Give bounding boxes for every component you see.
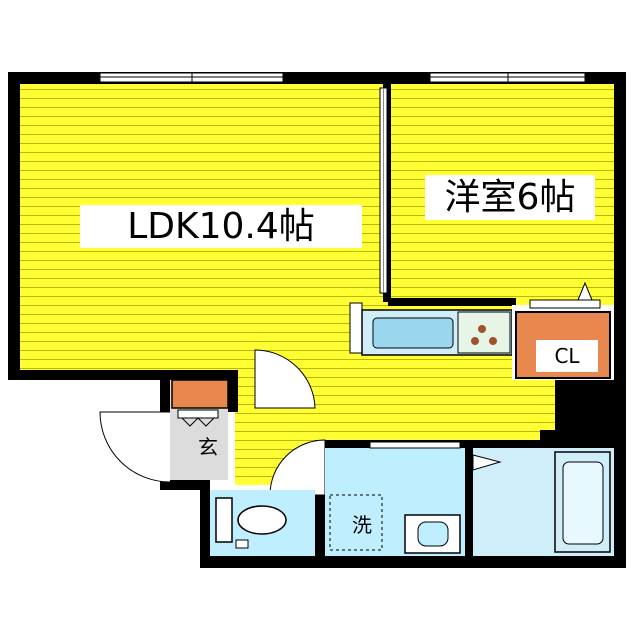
- shoe-cabinet: [171, 379, 229, 409]
- room-label-washroom: 洗: [352, 513, 372, 537]
- door-swing-icon: [269, 439, 326, 496]
- door-swing-icon: [254, 349, 316, 409]
- bathroom: [472, 448, 614, 556]
- sliding-door: [379, 87, 388, 294]
- kitchen-counter: [349, 302, 513, 356]
- window-icon: [99, 72, 284, 83]
- washroom: [325, 441, 465, 556]
- toilet-room: [210, 490, 315, 556]
- room-label-ldk: LDK10.4帖: [80, 205, 362, 248]
- kitchen-sink-icon: [372, 317, 454, 349]
- bathtub-icon: [562, 461, 604, 545]
- window-icon: [429, 72, 586, 83]
- entrance: [99, 379, 229, 483]
- door-swing-icon: [99, 411, 171, 483]
- room-label-bedroom: 洋室6帖: [425, 175, 595, 220]
- room-label-closet: CL: [536, 340, 598, 372]
- wash-basin-icon: [404, 514, 461, 554]
- room-label-entrance: 玄: [198, 435, 218, 459]
- washing-machine-icon: [329, 494, 383, 551]
- toilet-icon: [215, 497, 287, 549]
- stove-burner-icon: [457, 311, 511, 354]
